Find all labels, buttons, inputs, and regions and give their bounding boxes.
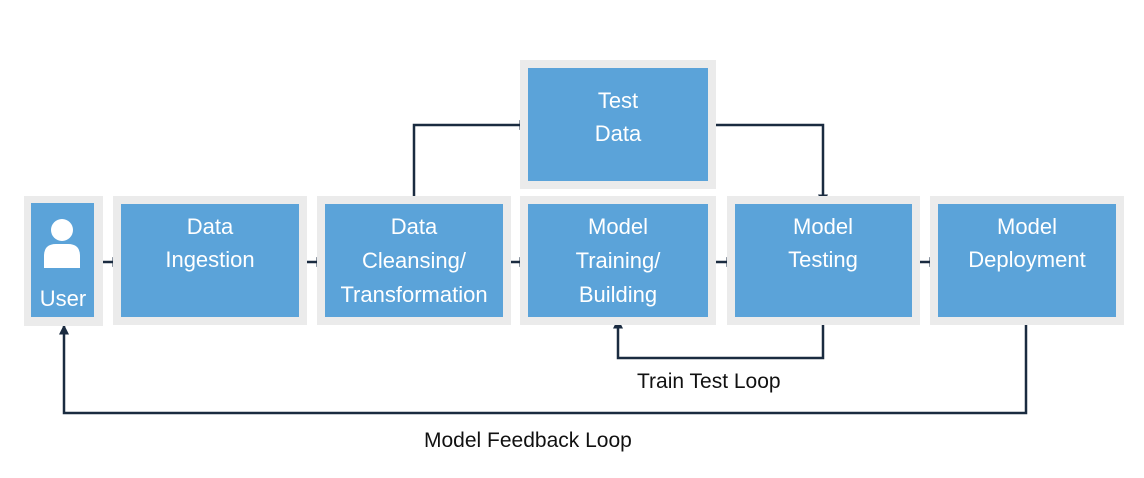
user-label: User: [40, 286, 86, 311]
node-data-cleansing: Data Cleansing/ Transformation: [317, 196, 511, 325]
train-test-loop-label: Train Test Loop: [637, 370, 781, 393]
test-data-line2: Data: [595, 121, 642, 146]
model-training-line1: Model: [588, 214, 648, 239]
model-feedback-loop-label: Model Feedback Loop: [424, 429, 632, 452]
data-cleansing-line3: Transformation: [340, 282, 487, 307]
node-data-ingestion: Data Ingestion: [113, 196, 307, 325]
arrow-cleansing-to-test-data: [412, 120, 530, 205]
model-testing-line2: Testing: [788, 247, 858, 272]
arrow-train-test-loop: [613, 318, 825, 360]
model-testing-line1: Model: [793, 214, 853, 239]
test-data-line1: Test: [598, 88, 638, 113]
data-cleansing-line1: Data: [391, 214, 438, 239]
data-cleansing-line2: Cleansing/: [362, 248, 467, 273]
data-ingestion-line1: Data: [187, 214, 234, 239]
model-deployment-line2: Deployment: [968, 247, 1085, 272]
model-training-line2: Training/: [576, 248, 662, 273]
model-training-line3: Building: [579, 282, 657, 307]
node-model-training: Model Training/ Building: [520, 196, 716, 325]
node-model-deployment: Model Deployment: [930, 196, 1124, 325]
connectors: [59, 120, 1028, 415]
data-ingestion-line2: Ingestion: [165, 247, 254, 272]
node-test-data: Test Data: [520, 60, 716, 189]
node-model-testing: Model Testing: [727, 196, 920, 325]
node-user: User: [24, 196, 103, 326]
arrow-model-feedback-loop: [59, 318, 1028, 415]
model-deployment-line1: Model: [997, 214, 1057, 239]
arrow-test-data-to-testing: [708, 123, 828, 205]
user-icon: [44, 219, 80, 268]
